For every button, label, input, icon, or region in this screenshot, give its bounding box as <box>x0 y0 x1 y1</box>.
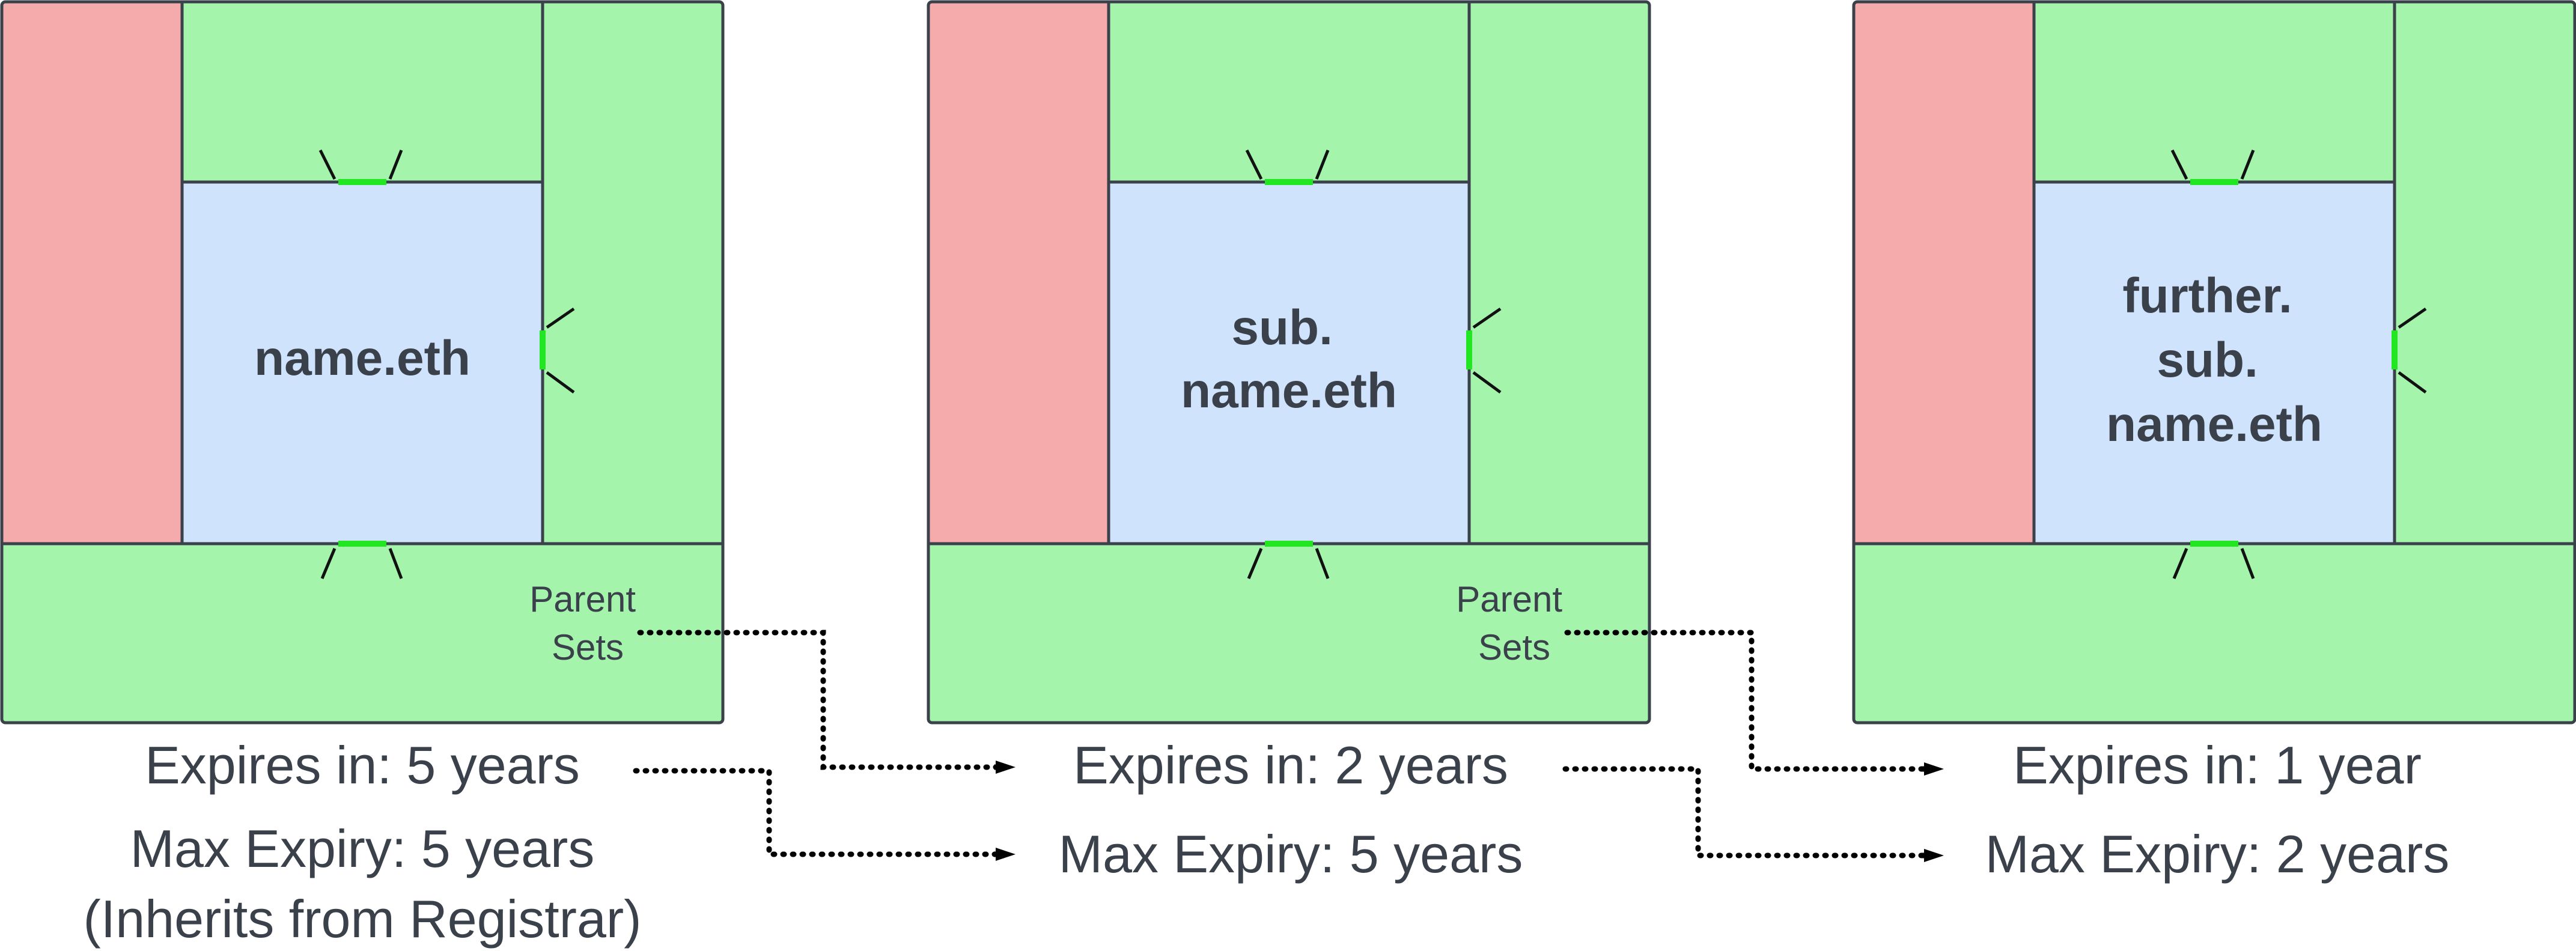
name-label: name.eth <box>254 331 470 386</box>
expires-label-1: Expires in: 5 years <box>145 735 580 795</box>
parent-sets-label: Parent Sets <box>1456 579 1572 667</box>
name-label: sub. name.eth <box>1181 300 1397 418</box>
inherits-note: (Inherits from Registrar) <box>83 889 641 949</box>
expires-label-3: Expires in: 1 year <box>2013 735 2422 795</box>
arrowhead-3 <box>1924 762 1944 776</box>
green-right-panel <box>1469 2 1649 544</box>
right-connector <box>540 307 575 394</box>
green-top-panel <box>2034 2 2395 182</box>
red-panel <box>1854 2 2034 544</box>
arrow-parent-sets-1 <box>637 630 1003 770</box>
bottom-connector <box>320 541 403 579</box>
arrow-parent-sets-2 <box>1564 630 1932 772</box>
green-right-panel <box>543 2 723 544</box>
green-bottom-panel <box>1854 544 2575 723</box>
name-box <box>1109 182 1469 544</box>
max-expiry-label-1: Max Expiry: 5 years <box>130 819 595 878</box>
green-top-panel <box>182 2 543 182</box>
top-connector <box>318 149 403 185</box>
green-bottom-panel <box>2 544 723 723</box>
arrowheads <box>996 761 1944 862</box>
green-bottom-panel <box>928 544 1649 723</box>
expires-label-2: Expires in: 2 years <box>1073 735 1508 795</box>
max-expiry-label-3: Max Expiry: 2 years <box>1985 824 2450 884</box>
bottom-connector <box>1247 541 1330 579</box>
arrowhead-1 <box>996 761 1015 774</box>
bottom-connector <box>2172 541 2255 579</box>
name-block-3: further. sub. name.eth Parent Sets <box>1456 0 2576 725</box>
red-panel <box>928 2 1109 544</box>
name-box <box>2034 182 2395 544</box>
dotted-arrows <box>633 630 1932 858</box>
name-block-2: sub. name.eth <box>927 0 1651 725</box>
top-connector <box>1245 149 1330 185</box>
arrow-expiry-2 <box>1562 766 1932 858</box>
name-block-1: name.eth <box>0 0 725 725</box>
name-box <box>182 182 543 544</box>
max-expiry-label-2: Max Expiry: 5 years <box>1059 824 1523 884</box>
red-panel <box>2 2 182 544</box>
green-right-panel <box>2395 2 2575 544</box>
green-top-panel <box>1109 2 1469 182</box>
arrowhead-4 <box>1924 849 1944 862</box>
name-label: further. sub. name.eth <box>2106 269 2322 452</box>
top-connector <box>2170 149 2255 185</box>
arrow-expiry-1 <box>633 768 1003 857</box>
right-connector <box>1466 307 1502 394</box>
right-connector <box>2392 307 2427 394</box>
parent-sets-label-1: Parent Sets <box>529 579 645 667</box>
arrowhead-2 <box>996 848 1015 861</box>
